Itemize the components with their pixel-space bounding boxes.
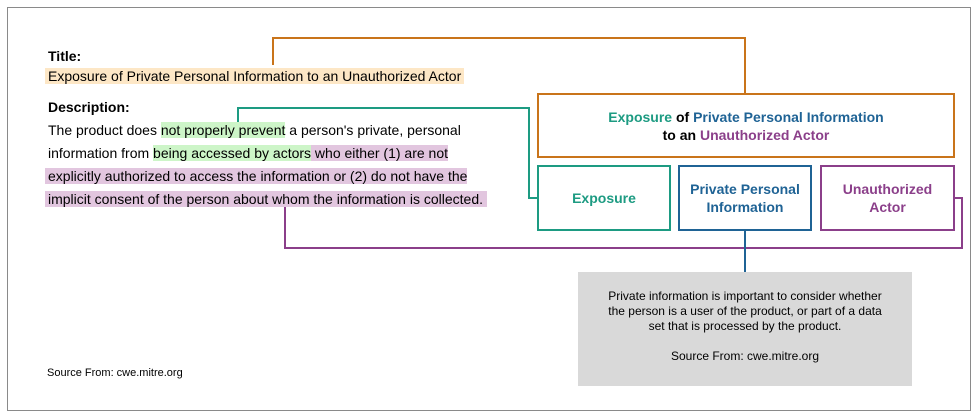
main-box-line-2: to an Unauthorized Actor [662,126,830,143]
desc-line-3: explicitly authorized to access the info… [45,165,528,188]
title-text: Exposure of Private Personal Information… [45,65,465,88]
main-title-box: Exposure of Private Personal Information… [537,93,955,158]
highlight-not-properly-prevent: not properly prevent [160,122,286,138]
actor-connector [284,197,963,249]
main-box-line-1: Exposure of Private Personal Information [608,108,884,125]
note-box: Private information is important to cons… [578,272,912,386]
highlight-actors-a: who either (1) are not [311,145,448,161]
description-text: The product does not properly prevent a … [45,119,528,211]
highlight-actors-c: implicit consent of the person about who… [45,191,488,207]
desc-line-1: The product does not properly prevent a … [48,122,461,138]
title-label: Title: [48,48,82,64]
note-line-2: the person is a user of the product, or … [608,304,882,318]
highlight-actors-b: explicitly authorized to access the info… [45,168,468,184]
desc-line-2: information from being accessed by actor… [48,145,448,161]
exposure-connector [237,107,537,199]
note-source: Source From: cwe.mitre.org [670,349,820,363]
note-line-3: set that is processed by the product. [648,319,842,333]
diagram-frame [7,7,971,411]
desc-line-4: implicit consent of the person about who… [45,188,528,211]
title-highlight: Exposure of Private Personal Information… [45,68,465,84]
highlight-being-accessed: being accessed by actors [153,145,312,161]
title-connector [272,37,746,93]
description-label: Description: [48,99,130,115]
left-source: Source From: cwe.mitre.org [47,367,183,379]
exposure-box: Exposure [537,165,671,231]
note-line-1: Private information is important to cons… [608,289,882,303]
